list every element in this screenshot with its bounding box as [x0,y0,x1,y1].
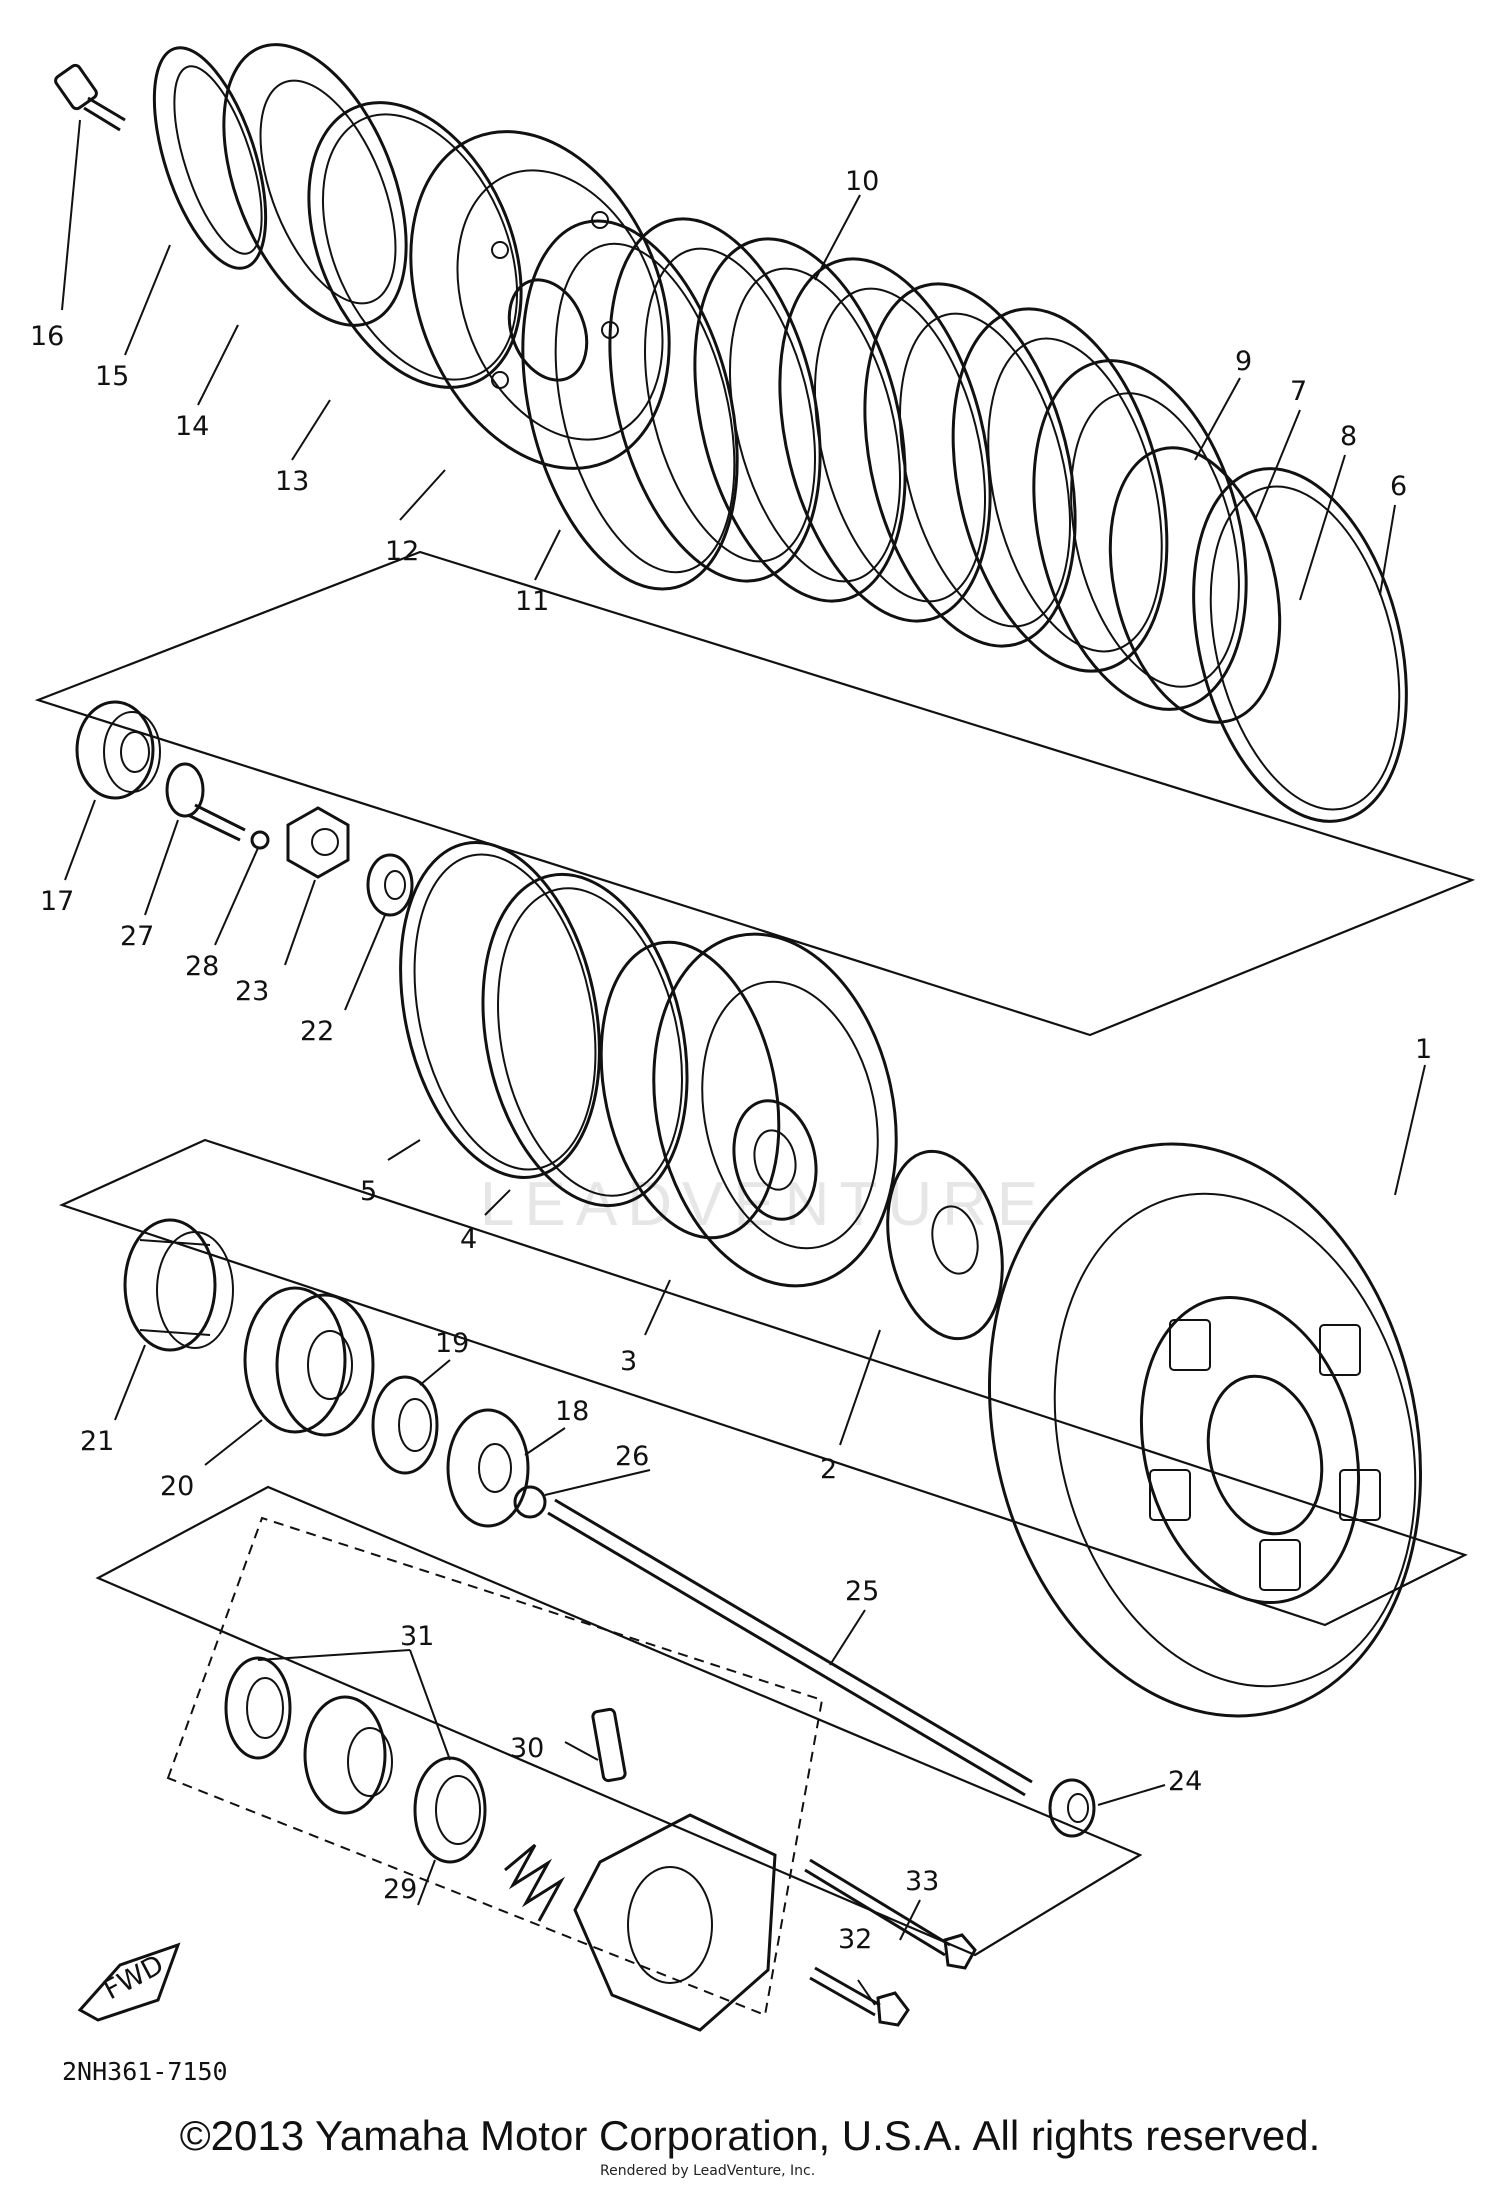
watermark: LEADVENTURE [480,1170,1048,1239]
part-10-clutch-plates [608,217,1077,648]
frame-master-cylinder [166,1516,824,2017]
part-16-bolt [54,63,126,132]
part-17-bearing [75,700,161,800]
callout-5: 5 [360,1176,377,1207]
callout-9: 9 [1235,346,1252,377]
callout-4: 4 [460,1224,477,1255]
callout-33: 33 [905,1866,939,1897]
part-22-lock-washer [366,853,414,917]
callout-13: 13 [275,466,309,497]
part-33-bolt [804,1858,977,1970]
callout-2: 2 [820,1454,837,1485]
part-7-clutch-plate [1032,359,1248,711]
part-11-friction-plate [521,219,739,591]
callout-26: 26 [615,1441,649,1472]
callout-7: 7 [1290,376,1307,407]
render-note: Rendered by LeadVenture, Inc. [600,2163,816,2179]
fwd-arrow-icon: FWD [77,1942,181,2022]
part-26-ball [513,1485,547,1519]
callout-11: 11 [515,586,549,617]
part-20-sleeve [243,1286,375,1437]
part-3-clutch-boss [599,932,898,1288]
frame-middle [58,1138,1468,1627]
frame-lower [95,1485,1143,1957]
callout-29: 29 [383,1874,417,1905]
part-29-release-cylinder-body [573,1813,777,2032]
callout-23: 23 [235,976,269,1007]
part-21-bearing-cage [123,1218,234,1352]
callout-14: 14 [175,411,209,442]
callout-12: 12 [385,536,419,567]
part-8-wire-ring [1108,446,1282,724]
callout-27: 27 [120,921,154,952]
part-28-ball [250,830,270,850]
part-25-push-rod [547,1498,1033,1797]
callout-10: 10 [845,166,879,197]
leader-lines [61,119,1426,2006]
callout-15: 15 [95,361,129,392]
callout-30: 30 [510,1733,544,1764]
callout-24: 24 [1168,1766,1202,1797]
callout-1: 1 [1415,1034,1432,1065]
callout-19: 19 [435,1328,469,1359]
part-4-ring [481,872,689,1208]
callout-25: 25 [845,1576,879,1607]
callout-21: 21 [80,1426,114,1457]
part-32-bolt [809,1966,910,2027]
part-18-washer [446,1408,530,1528]
callout-28: 28 [185,951,219,982]
callout-17: 17 [40,886,74,917]
callout-22: 22 [300,1016,334,1047]
frame-upper [34,550,1476,1037]
diagram-code: 2NH361-7150 [62,2057,228,2086]
part-13-spring-ring [307,101,523,389]
part-12-pressure-plate [409,130,671,470]
callout-32: 32 [838,1924,872,1955]
part-15-plate [152,46,268,270]
callout-3: 3 [620,1346,637,1377]
part-19-bushing [371,1375,439,1475]
copyright-notice: ©2013 Yamaha Motor Corporation, U.S.A. A… [179,2112,1321,2159]
part-30-bleed-screw [591,1707,627,1783]
callouts: 16 15 14 13 12 11 10 9 7 8 6 1 17 27 28 … [30,166,1432,1955]
part-14-plate [222,43,408,327]
callout-31: 31 [400,1621,434,1652]
part-9-friction-plate [951,307,1169,673]
part-24-piece [1048,1778,1096,1838]
callout-16: 16 [30,321,64,352]
callout-20: 20 [160,1471,194,1502]
part-6-friction-plate [1192,467,1408,823]
callout-8: 8 [1340,421,1357,452]
part-1-primary-driven-gear [987,1142,1423,1718]
part-23-nut [286,806,350,879]
callout-6: 6 [1390,471,1407,502]
part-2-thrust-washer [886,1149,1004,1341]
part-27-push-rod [165,762,246,842]
callout-18: 18 [555,1396,589,1427]
spring [504,1843,566,1922]
